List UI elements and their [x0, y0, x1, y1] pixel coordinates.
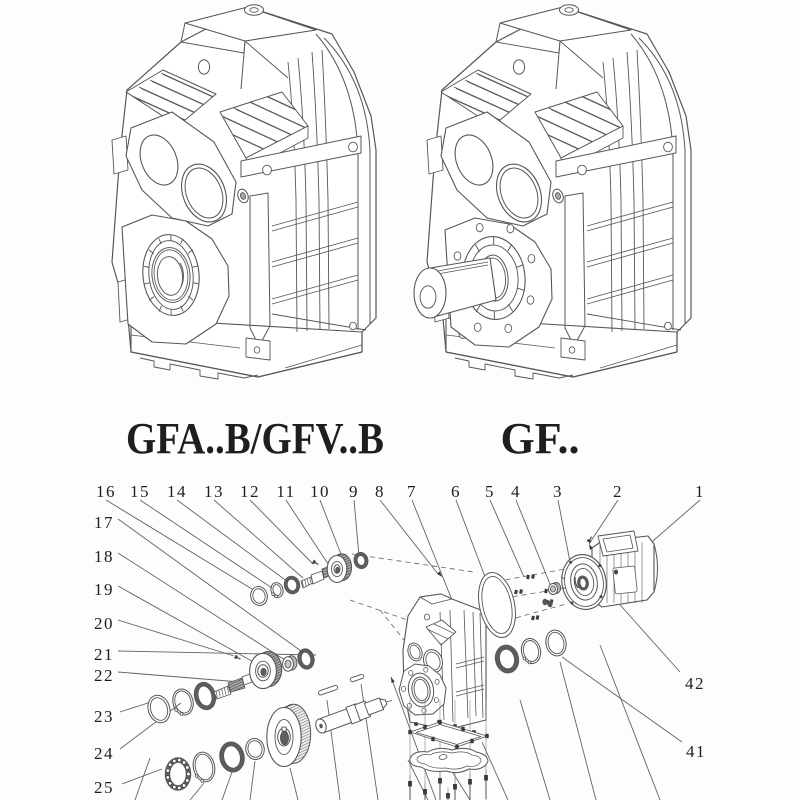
svg-text:22: 22 — [94, 666, 114, 685]
svg-text:8: 8 — [375, 482, 385, 501]
svg-text:17: 17 — [94, 513, 114, 532]
svg-text:16: 16 — [96, 482, 116, 501]
svg-text:2: 2 — [613, 482, 623, 501]
svg-text:GF..: GF.. — [500, 414, 579, 463]
svg-text:41: 41 — [686, 742, 706, 761]
svg-text:20: 20 — [94, 614, 114, 633]
svg-text:42: 42 — [685, 674, 705, 693]
svg-text:10: 10 — [310, 482, 330, 501]
svg-text:21: 21 — [94, 645, 114, 664]
svg-text:11: 11 — [276, 482, 295, 501]
svg-text:25: 25 — [94, 778, 114, 797]
svg-text:6: 6 — [451, 482, 461, 501]
svg-text:23: 23 — [94, 707, 114, 726]
svg-text:7: 7 — [407, 482, 417, 501]
svg-text:14: 14 — [167, 482, 187, 501]
svg-text:24: 24 — [94, 744, 114, 763]
svg-text:9: 9 — [349, 482, 359, 501]
svg-text:15: 15 — [130, 482, 150, 501]
svg-text:12: 12 — [240, 482, 260, 501]
svg-text:5: 5 — [485, 482, 495, 501]
svg-text:3: 3 — [553, 482, 563, 501]
svg-text:1: 1 — [695, 482, 705, 501]
svg-text:19: 19 — [94, 580, 114, 599]
svg-text:18: 18 — [94, 547, 114, 566]
svg-text:GFA..B/GFV..B: GFA..B/GFV..B — [126, 414, 384, 463]
svg-text:13: 13 — [204, 482, 224, 501]
svg-text:4: 4 — [511, 482, 521, 501]
